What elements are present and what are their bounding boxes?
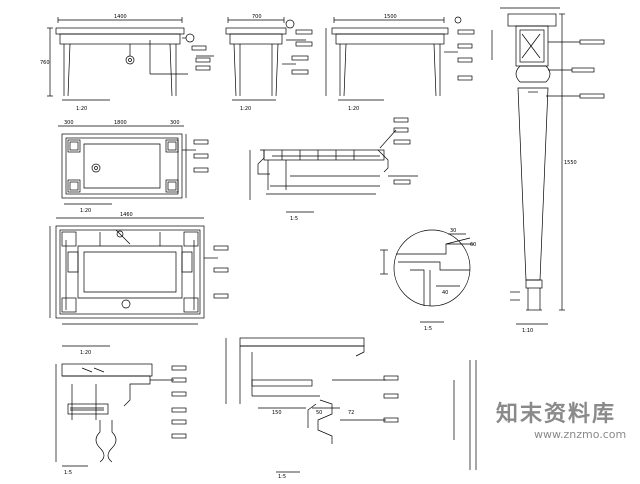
dim-leg-total: 1550: [564, 160, 577, 166]
dim-circle-a: 30: [450, 228, 456, 234]
view-leg-elevation: [491, 7, 605, 325]
scale-plan: 1:20: [80, 208, 91, 214]
view-section-detail-top: [249, 117, 418, 213]
watermark-url: www.znzmo.com: [534, 428, 627, 441]
dim-front-height: 760: [40, 60, 50, 66]
dim-plan-side-b: 300: [170, 120, 180, 126]
view-frame-plan: [49, 217, 229, 347]
dim-sec-left: 150: [272, 410, 282, 416]
dim-frame-width: 1460: [120, 212, 133, 218]
scale-front: 1:20: [76, 106, 87, 112]
view-side-elevation: [225, 17, 313, 101]
scale-side: 1:20: [240, 106, 251, 112]
scale-section-left: 1:5: [64, 470, 72, 476]
scale-leg: 1:10: [522, 328, 533, 334]
dim-plan-side-a: 300: [64, 120, 74, 126]
dim-sec-mid: 50: [316, 410, 322, 416]
scale-section-top: 1:5: [290, 216, 298, 222]
view-front-elevation: [47, 17, 214, 101]
dim-rear-width: 1500: [384, 14, 397, 20]
dim-sec-right: 72: [348, 410, 354, 416]
dim-front-width: 1400: [114, 14, 127, 20]
scale-frame: 1:20: [80, 350, 91, 356]
scale-circle: 1:5: [424, 326, 432, 332]
dim-circle-b: 40: [442, 290, 448, 296]
scale-section-mid: 1:5: [278, 474, 286, 480]
view-rear-elevation: [325, 16, 475, 101]
view-top-plan: [58, 125, 209, 205]
watermark-brand: 知末资料库: [496, 402, 617, 427]
scale-rear: 1:20: [348, 106, 359, 112]
dim-circle-c: 60: [470, 242, 476, 248]
dim-side-width: 700: [252, 14, 262, 20]
dim-plan-width: 1800: [114, 120, 127, 126]
view-section-detail-mid: [225, 337, 399, 473]
watermark-backdrop: [492, 392, 640, 440]
view-edge-profile: [453, 360, 477, 470]
view-section-detail-left: [55, 363, 187, 467]
view-circle-detail: [380, 229, 474, 323]
